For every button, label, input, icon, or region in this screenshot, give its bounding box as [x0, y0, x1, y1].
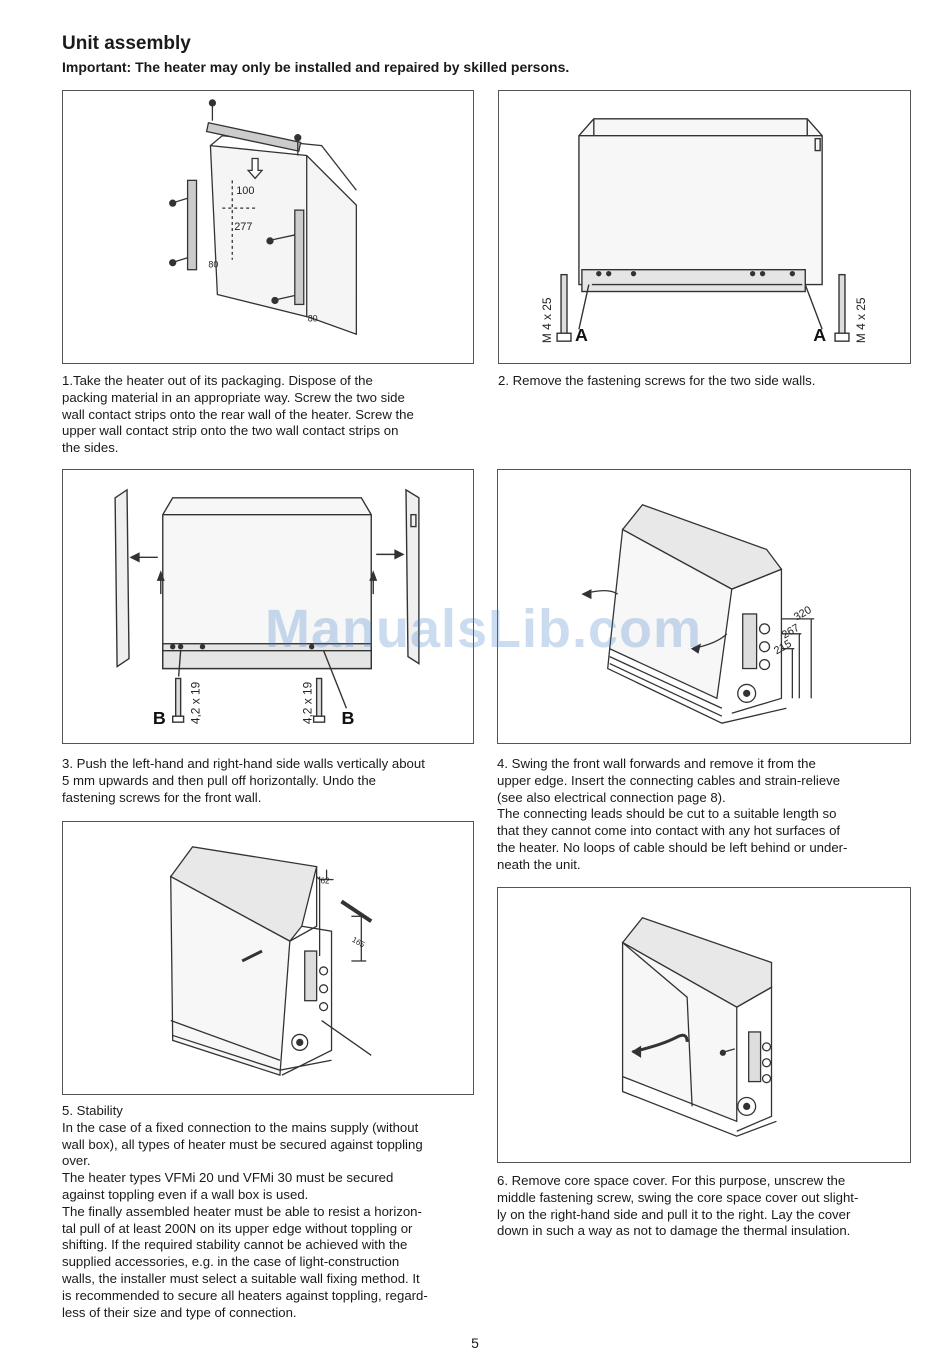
dim-80-left: 80: [208, 260, 218, 270]
figure-1-drawing: 100 277 80 80: [169, 99, 357, 336]
figure-3: 4,2 x 19 4,2 x 19 B B: [62, 469, 474, 744]
figure-1: 100 277 80 80: [62, 90, 474, 364]
caption-1: 1.Take the heater out of its packaging. …: [62, 373, 414, 456]
caption-5: 5. Stability In the case of a fixed conn…: [62, 1103, 428, 1320]
page-title: Unit assembly: [62, 33, 191, 54]
dim-320: 320: [792, 604, 814, 623]
caption-4: 4. Swing the front wall forwards and rem…: [497, 756, 848, 872]
dim-277: 277: [234, 221, 252, 233]
screw-size-right: M 4 x 25: [854, 297, 868, 343]
dim-80-right: 80: [308, 313, 318, 323]
dim-100: 100: [236, 185, 254, 197]
marker-b-left: B: [153, 708, 166, 728]
figure-2-drawing: M 4 x 25 M 4 x 25 A A: [540, 118, 868, 345]
screw-size-right: 4,2 x 19: [301, 681, 315, 724]
watermark: ManualsLib.com: [265, 599, 703, 659]
figure-5-drawing: 62 165: [169, 846, 373, 1077]
marker-a-left: A: [575, 325, 588, 345]
screw-size-left: 4,2 x 19: [189, 681, 203, 724]
figure-6-drawing: [621, 917, 777, 1137]
marker-b-right: B: [341, 708, 354, 728]
caption-2: 2. Remove the fastening screws for the t…: [498, 373, 816, 388]
figure-2: M 4 x 25 M 4 x 25 A A: [498, 90, 911, 364]
page-subtitle: Important: The heater may only be instal…: [62, 59, 570, 75]
dim-165: 165: [350, 935, 366, 950]
figure-4-drawing: 320 267 215: [581, 503, 815, 724]
figure-4: 320 267 215: [497, 469, 911, 744]
dim-267: 267: [780, 622, 802, 641]
screw-size-left: M 4 x 25: [540, 297, 554, 343]
figure-5: 62 165: [62, 821, 474, 1095]
marker-a-right: A: [813, 325, 826, 345]
figure-3-drawing: 4,2 x 19 4,2 x 19 B B: [114, 488, 420, 728]
page-number: 5: [471, 1335, 479, 1351]
caption-3: 3. Push the left-hand and right-hand sid…: [62, 756, 425, 805]
dim-215: 215: [772, 638, 794, 657]
caption-6: 6. Remove core space cover. For this pur…: [497, 1173, 859, 1239]
dim-62: 62: [321, 877, 330, 886]
figure-6: [497, 887, 911, 1163]
